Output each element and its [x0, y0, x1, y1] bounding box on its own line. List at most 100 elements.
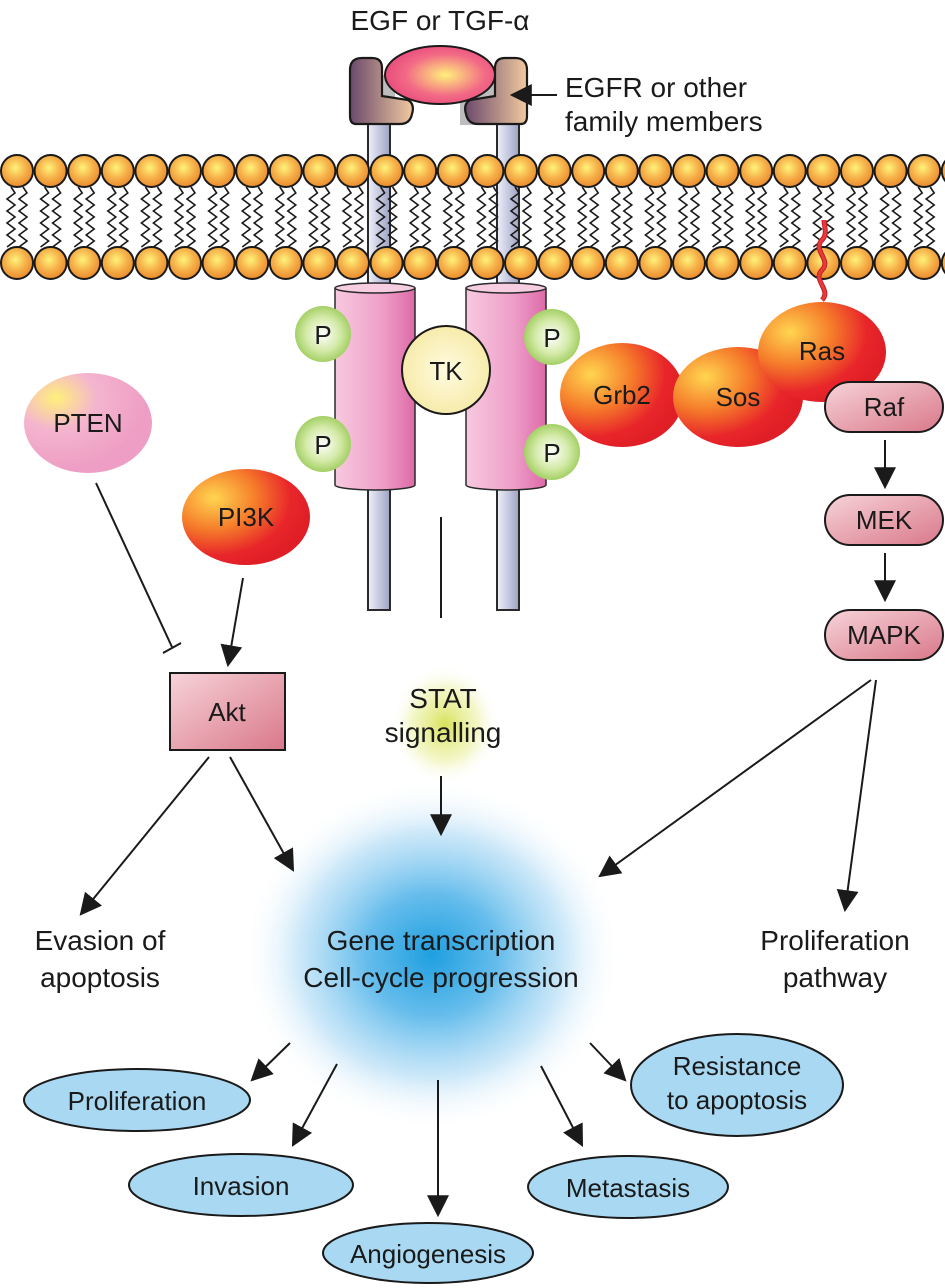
pi3k-node: PI3K: [182, 469, 310, 565]
gene-transcription-label: Gene transcription: [327, 925, 556, 956]
lipid-head: [67, 154, 102, 188]
lipid-tail: [5, 186, 17, 248]
lipid-tail: [320, 186, 331, 248]
lipid-tail: [588, 186, 600, 248]
lipid-head: [739, 154, 774, 188]
lipid-head: [302, 246, 337, 280]
tyrosine-kinase: TK: [401, 325, 491, 415]
lipid-head: [403, 246, 438, 280]
lipid-head: [436, 154, 471, 188]
svg-text:Ras: Ras: [799, 336, 845, 366]
arrow-to-invasion: [291, 1063, 338, 1147]
lipid-tail: [689, 186, 701, 248]
svg-text:Angiogenesis: Angiogenesis: [350, 1239, 506, 1269]
arrow-to-metastasis: [540, 1065, 584, 1147]
svg-text:Raf: Raf: [864, 392, 905, 422]
lipid-head: [268, 154, 303, 188]
lipid-tail: [711, 186, 722, 248]
lipid-tail: [408, 186, 420, 248]
svg-text:Proliferation: Proliferation: [68, 1086, 207, 1116]
evasion-label-line2: apoptosis: [40, 962, 160, 993]
lipid-tail: [744, 186, 756, 248]
svg-text:P: P: [314, 320, 331, 350]
lipid-head: [369, 154, 404, 188]
lipid-head: [235, 246, 270, 280]
lipid-head: [705, 246, 740, 280]
lipid-tail: [845, 186, 857, 248]
lipid-tail: [644, 186, 655, 248]
inhibition-bar: [162, 642, 182, 654]
lipid-tail: [488, 186, 499, 248]
akt-to-nucleus-arrow: [229, 756, 295, 872]
arrow-to-resistance: [589, 1042, 627, 1082]
lipid-bilayer: [0, 154, 945, 280]
lipid-head: [940, 251, 945, 275]
lipid-head: [537, 246, 572, 280]
svg-text:TK: TK: [429, 356, 463, 386]
lipid-tail: [387, 186, 398, 248]
lipid-head: [403, 154, 438, 188]
outcome-invasion: Invasion: [128, 1153, 354, 1217]
lipid-tail: [778, 186, 790, 248]
svg-text:MAPK: MAPK: [847, 620, 921, 650]
proliferation-pathway-line2: pathway: [783, 962, 887, 993]
outcome-metastasis: Metastasis: [527, 1155, 729, 1219]
lipid-head: [672, 246, 706, 280]
lipid-tail: [812, 186, 823, 248]
lipid-head: [907, 154, 942, 188]
lipid-head: [772, 154, 807, 188]
svg-text:Akt: Akt: [208, 697, 246, 727]
svg-text:Metastasis: Metastasis: [566, 1173, 690, 1203]
stat-label-line2: signalling: [385, 717, 502, 748]
lipid-head: [470, 154, 505, 188]
lipid-head: [436, 246, 471, 280]
ligand-label: EGF or TGF-α: [350, 5, 529, 36]
lipid-tail: [576, 186, 588, 248]
lipid-tail: [173, 186, 185, 248]
lipid-head: [907, 246, 942, 280]
lipid-tail: [824, 186, 835, 248]
mapk-node: MAPK: [824, 609, 944, 661]
lipid-tail: [610, 186, 622, 248]
lipid-tail: [723, 186, 734, 248]
phospho-site: P: [524, 424, 580, 480]
lipid-tail: [555, 186, 566, 248]
mapk-to-nucleus-arrow: [598, 679, 872, 878]
lipid-head: [302, 154, 337, 188]
lipid-head: [840, 154, 874, 188]
lipid-tail: [84, 186, 96, 248]
lipid-tail: [353, 186, 365, 248]
lipid-head: [705, 154, 740, 188]
mek-node: MEK: [824, 494, 944, 546]
lipid-tail: [185, 186, 197, 248]
svg-text:Grb2: Grb2: [593, 380, 651, 410]
lipid-head: [638, 154, 673, 188]
lipid-tail: [790, 186, 802, 248]
lipid-head: [504, 154, 538, 188]
lipid-head: [369, 246, 404, 280]
svg-text:Sos: Sos: [716, 382, 761, 412]
outcome-proliferation: Proliferation: [23, 1068, 251, 1132]
lipid-tail: [252, 186, 264, 248]
lipid-head: [504, 246, 538, 280]
lipid-head: [739, 246, 774, 280]
lipid-tail: [240, 186, 252, 248]
lipid-head: [168, 246, 202, 280]
lipid-head: [0, 246, 34, 280]
pten-node: PTEN: [24, 373, 152, 473]
lipid-head: [604, 246, 639, 280]
lipid-head: [604, 154, 639, 188]
lipid-head: [134, 154, 169, 188]
lipid-tail: [476, 186, 487, 248]
receptor-label-line1: EGFR or other: [565, 72, 747, 103]
lipid-tail: [308, 186, 319, 248]
svg-text:PI3K: PI3K: [218, 502, 275, 532]
lipid-tail: [51, 186, 62, 248]
lipid-tail: [509, 186, 521, 248]
lipid-tail: [286, 186, 298, 248]
lipid-head: [806, 154, 841, 188]
lipid-tail: [152, 186, 163, 248]
stat-label-line1: STAT: [409, 683, 476, 714]
lipid-tail: [442, 186, 454, 248]
outcome-resistance-to-apoptosis: Resistance to apoptosis: [630, 1033, 844, 1137]
